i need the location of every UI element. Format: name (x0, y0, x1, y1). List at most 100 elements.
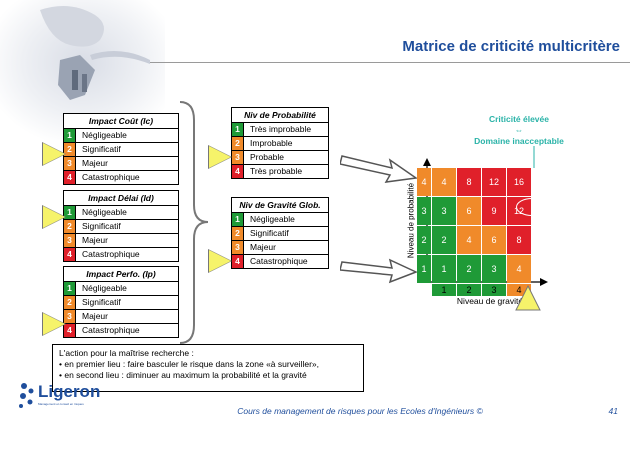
level-label: Majeur (244, 241, 276, 254)
list-item: 2Significatif (64, 220, 178, 234)
title-divider (150, 62, 630, 63)
list-item: 1Très improbable (232, 123, 328, 137)
level-number: 1 (64, 282, 76, 295)
level-number: 4 (232, 255, 244, 268)
level-number: 1 (232, 213, 244, 226)
pointer-probabilite-icon (209, 146, 231, 168)
level-label: Catastrophique (76, 171, 140, 184)
level-label: Négligeable (76, 129, 127, 142)
level-label: Négligeable (76, 206, 127, 219)
level-label: Probable (244, 151, 284, 164)
impact-delai-title: Impact Délai (Id) (64, 191, 178, 206)
y-axis-label: Niveau de probabilité (407, 166, 416, 276)
criticite-line2: Domaine inacceptable (456, 136, 582, 147)
page-title: Matrice de criticité multicritère (300, 38, 620, 55)
level-number: 3 (232, 151, 244, 164)
prob-label-cell: 4 (417, 168, 431, 196)
level-label: Négligeable (76, 282, 127, 295)
gravity-label-cell: 1 (432, 284, 456, 296)
action-line3: • en second lieu : diminuer au maximum l… (59, 370, 357, 381)
matrix-cell: 12 (482, 168, 506, 196)
pointer-up-icon (515, 285, 541, 311)
gravity-label-cell: 2 (457, 284, 481, 296)
level-label: Très improbable (244, 123, 311, 136)
matrix-cell: 4 (507, 255, 531, 283)
logo-mark-icon (16, 380, 40, 410)
level-label: Catastrophique (244, 255, 308, 268)
page-number: 41 (588, 406, 618, 416)
gravite-title: Niv de Gravité Glob. (232, 198, 328, 213)
impact-perfo-title: Impact Perfo. (Ip) (64, 267, 178, 282)
level-number: 2 (64, 296, 76, 309)
pointer-cout-icon (43, 143, 65, 165)
footer-text: Cours de management de risques pour les … (210, 406, 510, 416)
ligeron-logo: Ligeron Management et conseil en risques (16, 372, 96, 416)
level-label: Significatif (76, 296, 121, 309)
list-item: 4Catastrophique (64, 171, 178, 184)
level-label: Catastrophique (76, 248, 140, 261)
level-number: 2 (232, 227, 244, 240)
prob-label-cell: 2 (417, 226, 431, 254)
prob-label-cell: 3 (417, 197, 431, 225)
level-label: Négligeable (244, 213, 295, 226)
level-number: 1 (64, 129, 76, 142)
matrix-cell: 8 (507, 226, 531, 254)
level-label: Très probable (244, 165, 302, 178)
level-label: Majeur (76, 234, 108, 247)
matrix-cell: 8 (457, 168, 481, 196)
matrix-cell: 1 (432, 255, 456, 283)
level-label: Significatif (76, 143, 121, 156)
matrix-cell: 16 (507, 168, 531, 196)
impact-cout-title: Impact Coût (Ic) (64, 114, 178, 129)
pointer-delai-icon (43, 206, 65, 228)
level-label: Majeur (76, 157, 108, 170)
action-line1: L'action pour la maîtrise recherche : (59, 348, 357, 359)
level-number: 3 (232, 241, 244, 254)
gravity-label-cell: 3 (482, 284, 506, 296)
matrix-cell: 3 (432, 197, 456, 225)
brace-icon (178, 100, 210, 345)
level-label: Catastrophique (76, 324, 140, 337)
matrix-cell: 4 (457, 226, 481, 254)
logo-name: Ligeron (38, 382, 100, 402)
list-item: 1Négligeable (232, 213, 328, 227)
pointer-perfo-icon (43, 313, 65, 335)
criticite-line1: Criticité élevée (456, 114, 582, 125)
level-number: 1 (232, 123, 244, 136)
equivalence-icon: ⇔ (456, 125, 582, 136)
level-number: 4 (64, 248, 76, 261)
action-line2: • en premier lieu : faire basculer le ri… (59, 359, 357, 370)
pointer-gravite-icon (209, 250, 231, 272)
level-label: Significatif (76, 220, 121, 233)
matrix-cell: 4 (432, 168, 456, 196)
matrix-cell: 6 (482, 226, 506, 254)
level-number: 2 (232, 137, 244, 150)
matrix-cell: 2 (432, 226, 456, 254)
level-label: Improbable (244, 137, 293, 150)
matrix-cell: 2 (457, 255, 481, 283)
logo-tagline: Management et conseil en risques (38, 402, 98, 406)
matrix-cell: 3 (482, 255, 506, 283)
level-number: 4 (64, 171, 76, 184)
level-number: 4 (232, 165, 244, 178)
matrix-cell: 6 (457, 197, 481, 225)
prob-label-cell: 1 (417, 255, 431, 283)
list-item: 1Négligeable (64, 282, 178, 296)
highlight-circle (516, 198, 548, 216)
